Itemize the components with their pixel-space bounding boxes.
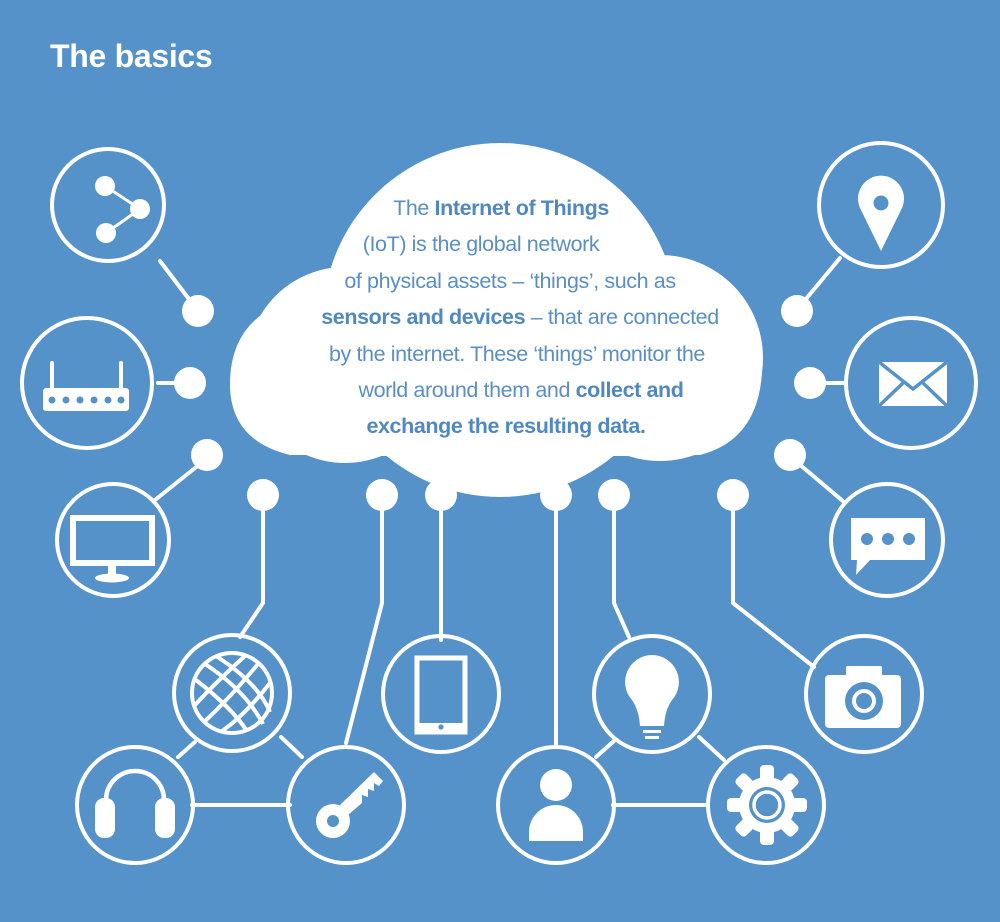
- connector-lines: [153, 256, 847, 807]
- monitor-icon: [70, 515, 155, 583]
- share-icon: [95, 176, 150, 243]
- key-icon: [316, 772, 383, 838]
- highlight-collect: collect and: [575, 378, 684, 403]
- definition-line: The Internet of Things: [393, 196, 610, 220]
- tablet-icon: [414, 655, 468, 735]
- router-icon: [43, 361, 129, 411]
- highlight-sensors-devices: sensors and devices: [321, 305, 526, 330]
- highlight-exchange-data: exchange the resulting data.: [366, 414, 646, 439]
- gear-icon: [727, 765, 807, 845]
- lightbulb-icon: [625, 655, 679, 739]
- highlight-internet-of-things: Internet of Things: [434, 196, 610, 220]
- definition-line: (IoT) is the global network: [362, 232, 600, 257]
- headphones-icon: [95, 768, 175, 838]
- person-icon: [529, 769, 583, 841]
- definition-line: exchange the resulting data.: [282, 408, 730, 444]
- iot-definition-text: The Internet of Things (IoT) is the glob…: [270, 190, 730, 445]
- cloud-shape: [229, 143, 763, 497]
- definition-line: by the internet. These ‘things’ monitor …: [329, 341, 705, 366]
- definition-line: sensors and devices – that are connected: [321, 305, 719, 330]
- globe-icon: [190, 651, 274, 735]
- icon-rings: [20, 141, 978, 865]
- page-title: The basics: [50, 38, 213, 74]
- camera-icon: [825, 666, 901, 728]
- definition-line: world around them and collect and: [358, 378, 684, 403]
- chat-bubble-icon: [851, 518, 925, 575]
- envelope-icon: [877, 360, 949, 408]
- definition-line: of physical assets – ‘things’, such as: [344, 268, 676, 293]
- connector-dots: [174, 295, 826, 511]
- location-pin-icon: [857, 175, 905, 251]
